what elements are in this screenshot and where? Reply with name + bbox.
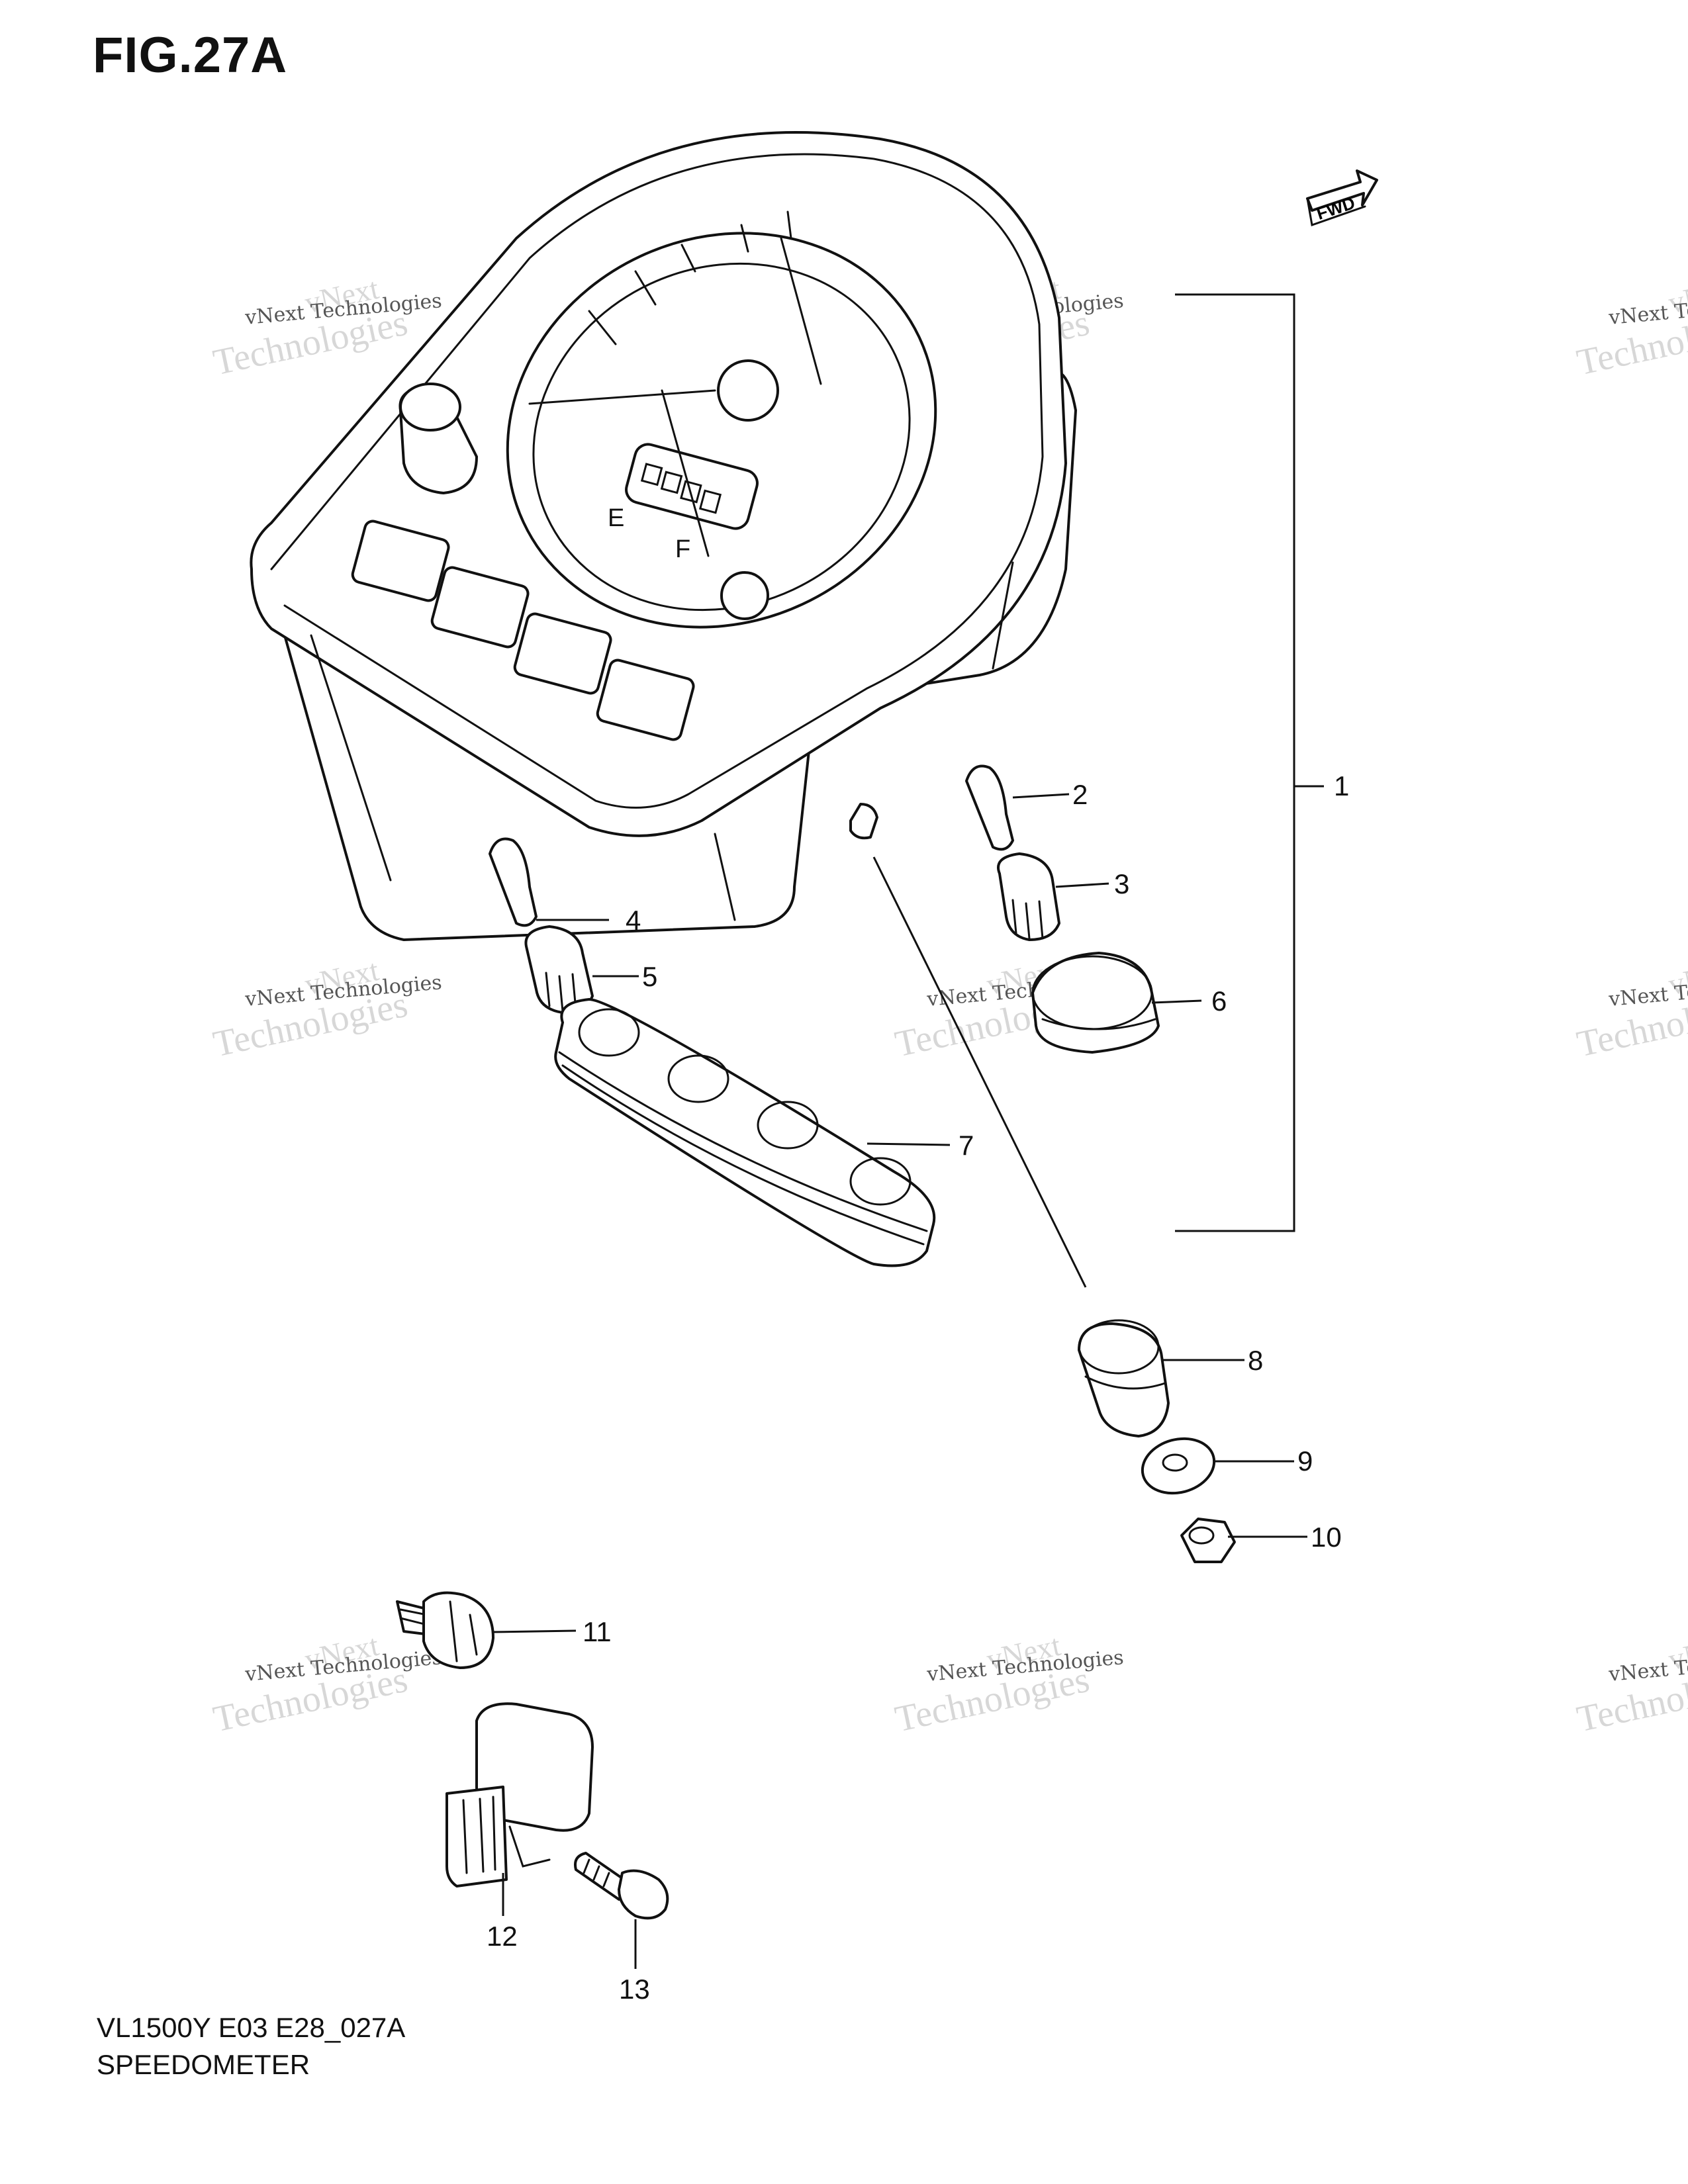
callout-8: 8 xyxy=(1248,1345,1263,1376)
part-7-lamp-plate xyxy=(554,998,936,1267)
part-3-socket xyxy=(997,852,1060,941)
model-code: VL1500Y E03 E28_027A xyxy=(97,2012,406,2043)
callout-12: 12 xyxy=(487,1921,518,1952)
fuel-empty-label: E xyxy=(608,504,624,532)
figure-title: FIG.27A xyxy=(93,27,288,83)
speedometer-assembly: E F xyxy=(250,131,1077,941)
section-name: SPEEDOMETER xyxy=(97,2049,310,2080)
callout-6: 6 xyxy=(1211,985,1227,1017)
part-12-connector xyxy=(445,1702,594,1888)
callout-13: 13 xyxy=(619,1974,650,2005)
callout-3: 3 xyxy=(1114,868,1129,899)
part-4-bulb xyxy=(489,837,538,927)
part-10-nut xyxy=(1180,1518,1236,1563)
callout-10: 10 xyxy=(1311,1522,1342,1553)
part-9-washer xyxy=(1141,1437,1216,1495)
callout-7: 7 xyxy=(959,1130,974,1161)
assembly-bracket xyxy=(1175,293,1324,1232)
part-5-socket xyxy=(524,925,594,1014)
callout-5: 5 xyxy=(642,961,657,992)
part-6-grommet xyxy=(1031,952,1160,1054)
part-2-bulb xyxy=(965,764,1014,851)
callout-9: 9 xyxy=(1297,1445,1313,1477)
part-8-cushion xyxy=(1078,1319,1170,1437)
callout-1: 1 xyxy=(1334,770,1349,801)
callout-2: 2 xyxy=(1072,779,1088,810)
callout-4: 4 xyxy=(626,905,641,936)
fwd-arrow-icon: FWD xyxy=(1306,169,1378,226)
part-13-screw xyxy=(574,1852,669,1920)
part-11-bolt xyxy=(396,1591,494,1669)
callout-11: 11 xyxy=(583,1616,612,1647)
fuel-full-label: F xyxy=(675,535,690,563)
